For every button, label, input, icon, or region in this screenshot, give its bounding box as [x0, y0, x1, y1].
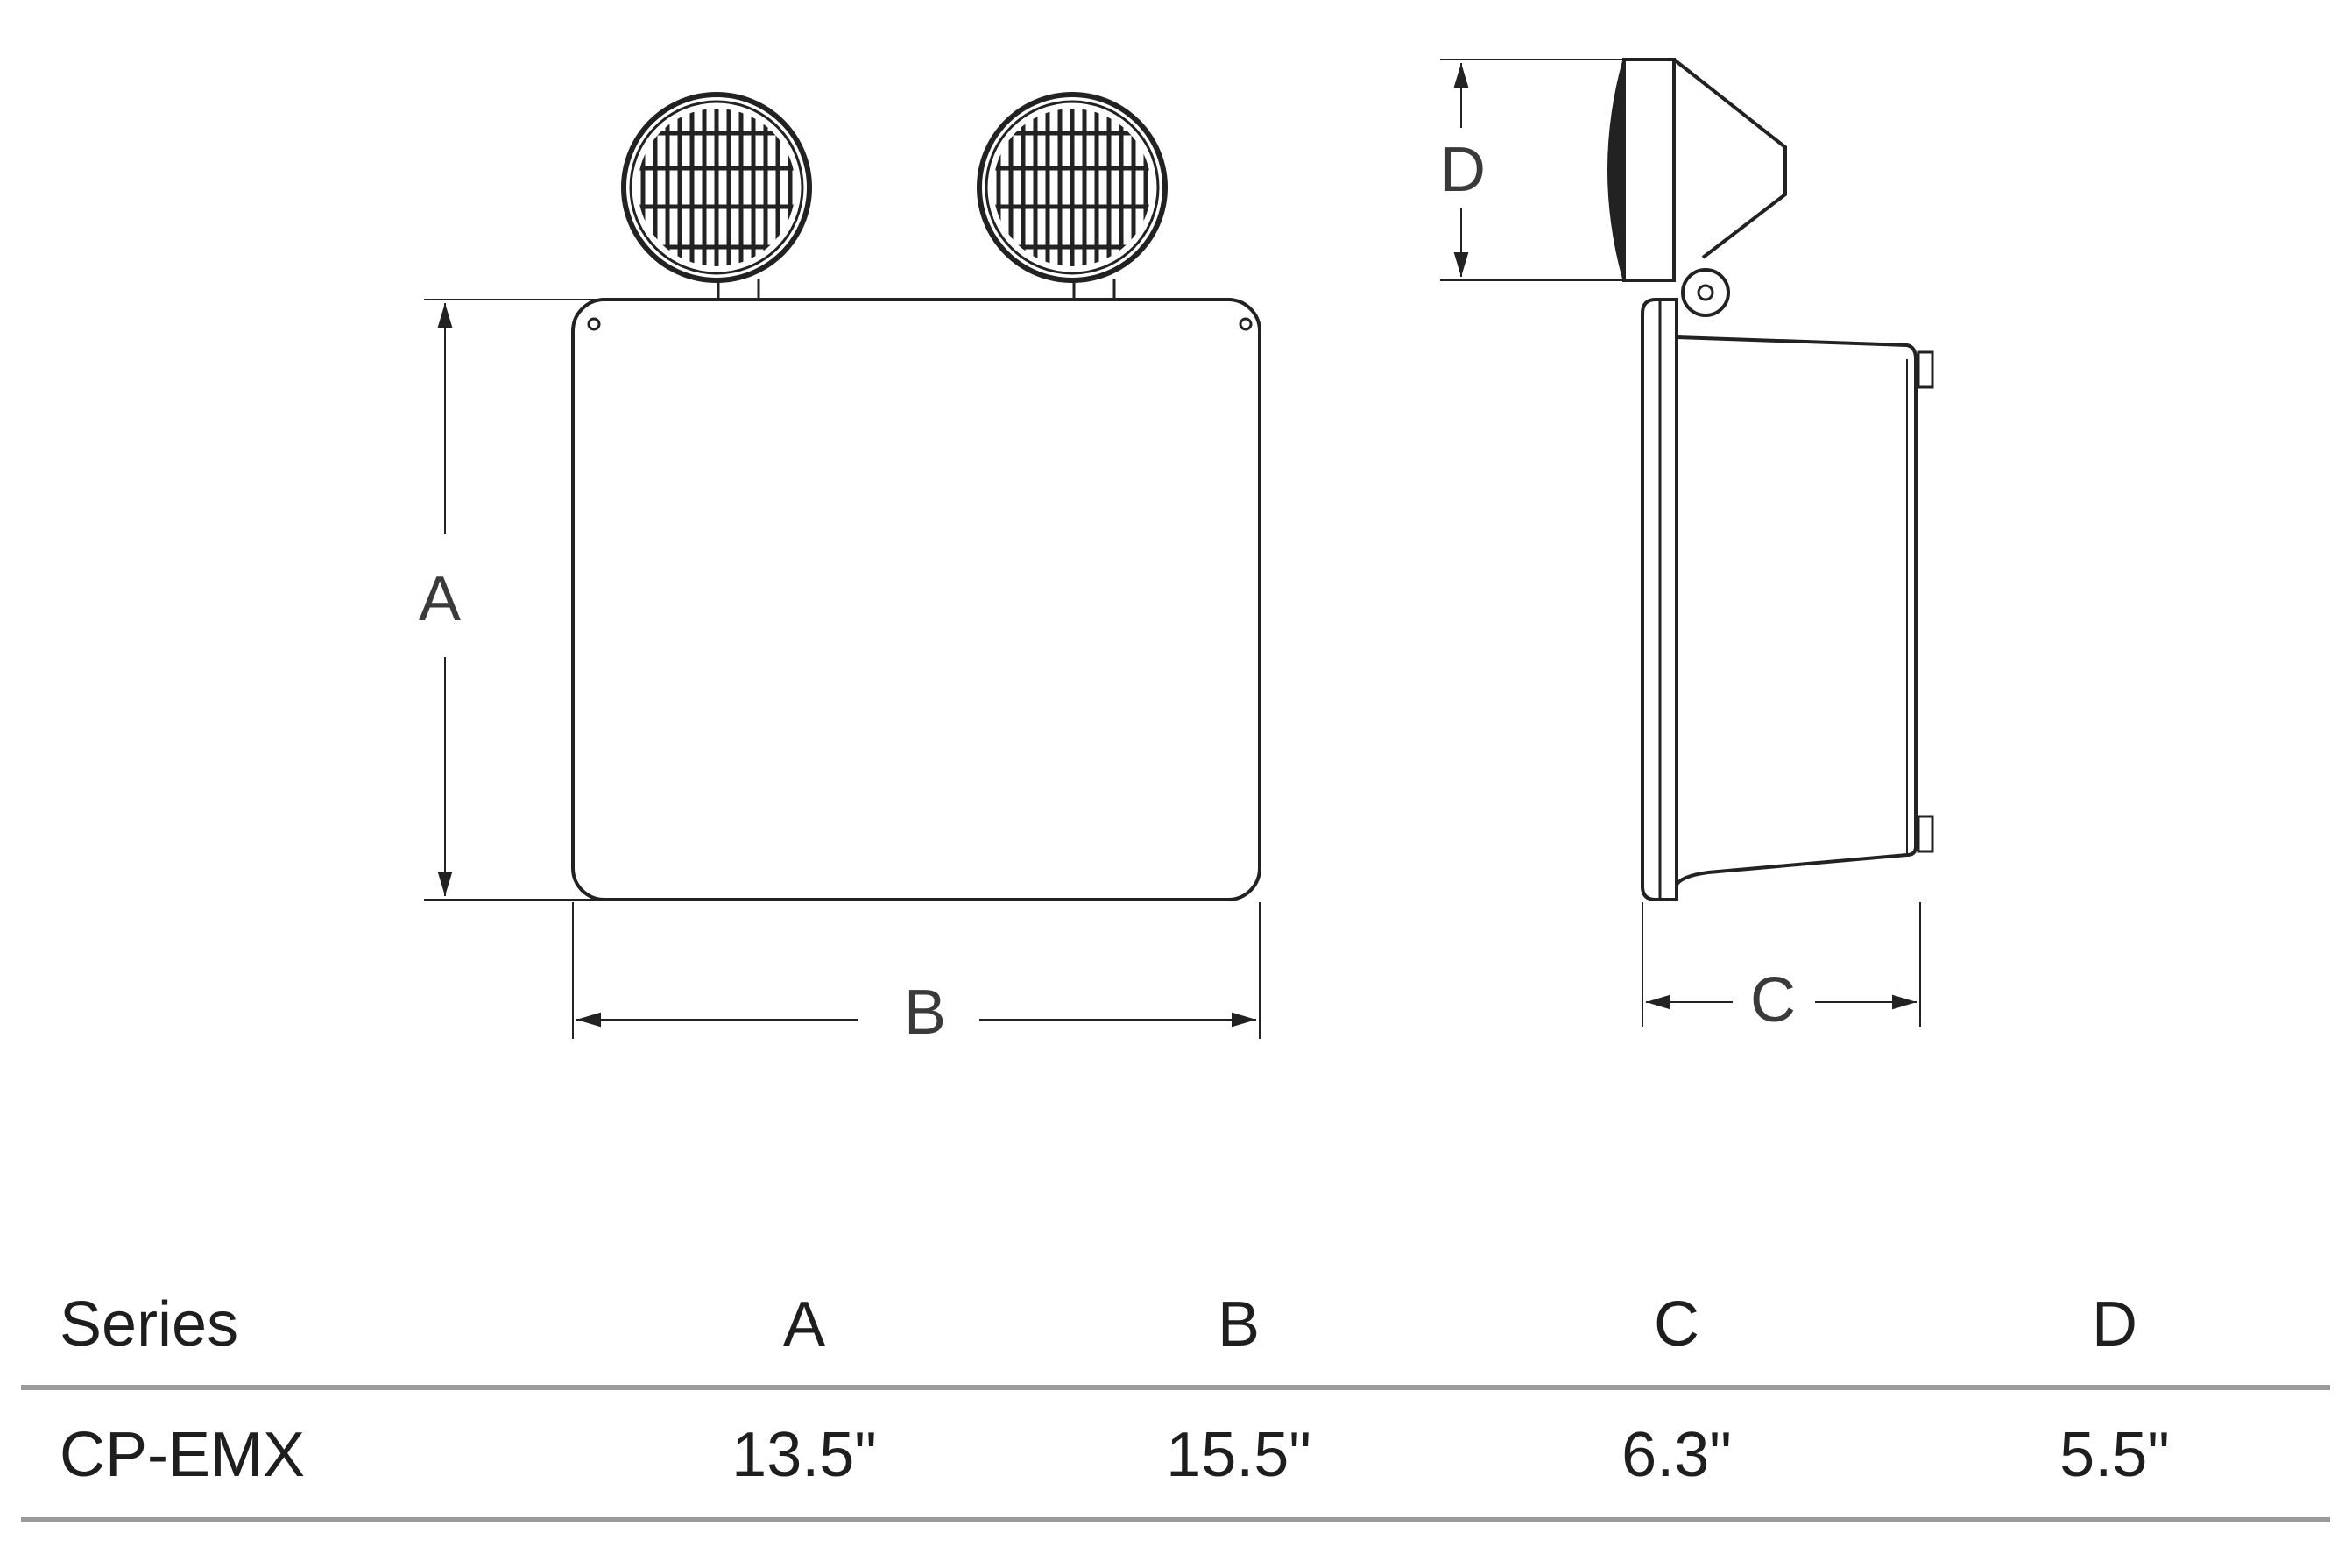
lamp-head-side: [1607, 58, 1787, 317]
table-cell-c: 6.3": [1621, 1420, 1732, 1490]
housing-side: [1641, 298, 1934, 901]
dimension-label-c: C: [1750, 965, 1796, 1035]
front-view: [571, 92, 1261, 901]
table-header-b: B: [1217, 1289, 1261, 1360]
dimension-a: [424, 299, 613, 901]
table-header-d: D: [2092, 1289, 2137, 1360]
table-header-a: A: [782, 1289, 826, 1360]
lamp-head-right: [977, 92, 1168, 300]
table-cell-b: 15.5": [1166, 1420, 1311, 1490]
table-header-series: Series: [60, 1289, 239, 1360]
table-divider: [21, 1385, 2330, 1390]
screw-icon: [1239, 317, 1253, 331]
table-cell-d: 5.5": [2059, 1420, 2170, 1490]
dimension-d: [1440, 59, 1626, 281]
dimension-c: [1642, 902, 1921, 1027]
housing-front: [571, 298, 1261, 901]
pivot-nut-icon: [1697, 284, 1714, 301]
dimension-label-a: A: [419, 564, 461, 634]
table-cell-a: 13.5": [731, 1420, 877, 1490]
table-cell-series: CP-EMX: [60, 1420, 306, 1490]
screw-icon: [587, 317, 601, 331]
table-divider: [21, 1517, 2330, 1522]
dimension-label-b: B: [904, 978, 946, 1048]
dimension-b: [572, 902, 1261, 1039]
table-header-c: C: [1654, 1289, 1699, 1360]
dimension-label-d: D: [1440, 135, 1486, 205]
side-view: [1607, 58, 1934, 901]
